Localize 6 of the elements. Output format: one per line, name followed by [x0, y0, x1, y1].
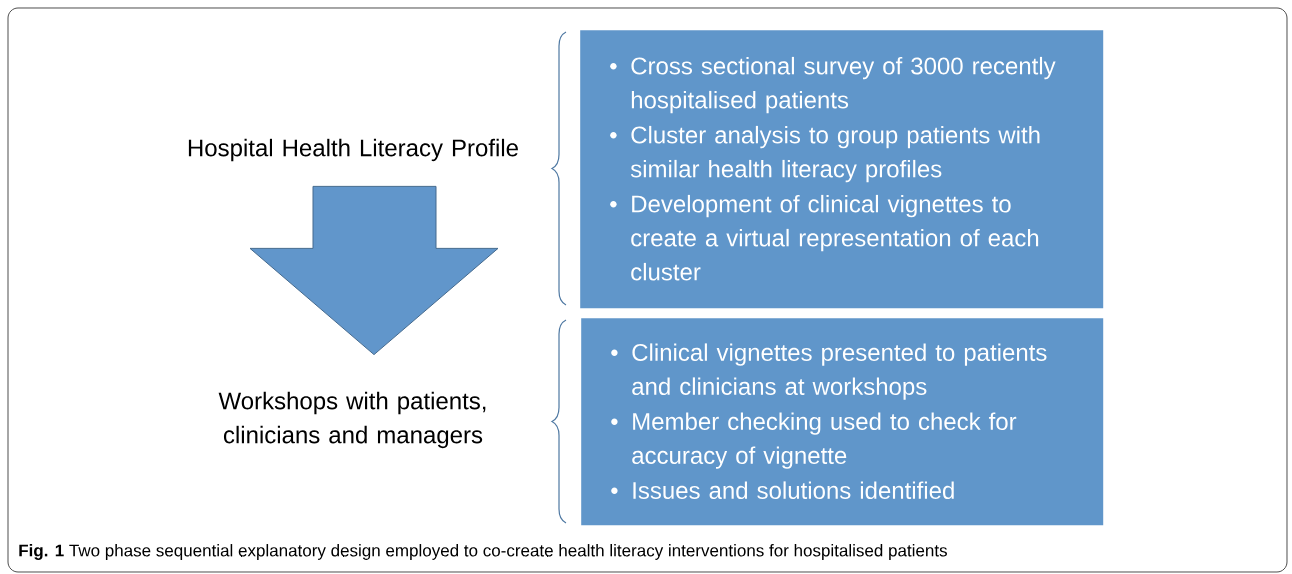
bullet-box: Cross sectional survey of 3000 recently hospitalised patients Cluster analysis to group patients with similar health literacy profiles Development of clinical vignettes to create a virtual representation of each cluster	[580, 30, 1104, 309]
stage-label: Workshops with patients, clinicians and managers	[218, 391, 486, 449]
stage-label: Hospital Health Literacy Profile	[188, 138, 518, 162]
bullet-box: Clinical vignettes presented to patients and clinicians at workshops Member checking used to check for accuracy of vignette Issues and solutions identified	[581, 318, 1104, 526]
block-arrow	[249, 185, 499, 356]
caption: Fig. 1 Two phase sequential explanatory design employed to co-create health literacy interventions for hospitalised patients	[19, 544, 947, 560]
